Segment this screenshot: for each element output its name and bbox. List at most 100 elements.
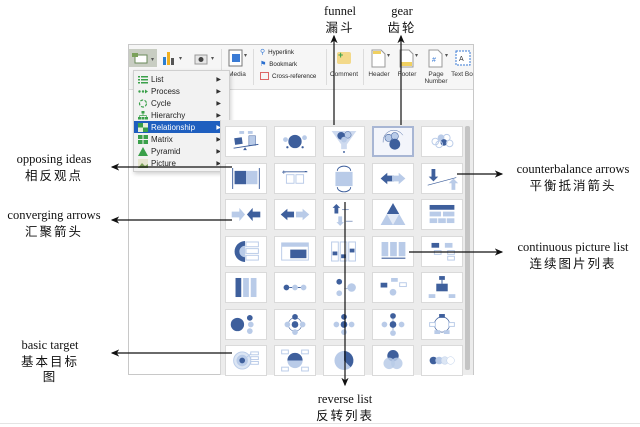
- smartart-thumbnail-circle-relationship[interactable]: [225, 308, 267, 340]
- hexagon-cluster-graphic-icon: [431, 133, 454, 149]
- smartart-thumbnail-reverse-list[interactable]: [323, 199, 365, 230]
- smartart-thumbnail-continuous-picture-list[interactable]: [372, 235, 414, 267]
- header-icon: ▾: [371, 49, 390, 68]
- page-number-icon: #▾: [428, 49, 448, 68]
- smartart-thumbnail-cycle-matrix[interactable]: [323, 162, 365, 194]
- svg-text:▾: ▾: [151, 57, 154, 63]
- cycle-matrix-graphic-icon: [335, 165, 353, 192]
- smartart-thumbnail-circle-arrow-process[interactable]: [421, 308, 463, 340]
- gallery-scrollbar[interactable]: [465, 126, 470, 370]
- menu-item-cycle[interactable]: Cycle ▶: [134, 97, 229, 109]
- svg-text:▾: ▾: [244, 53, 247, 59]
- footer-button[interactable]: ▾ Footer: [393, 47, 421, 87]
- smartart-thumbnail-funnel[interactable]: [323, 126, 365, 157]
- smartart-thumbnail-grouped-list[interactable]: [274, 235, 316, 267]
- smartart-thumbnail-converging-arrows[interactable]: [225, 199, 267, 230]
- smartart-thumbnail-table-hierarchy[interactable]: [421, 199, 463, 230]
- smartart-thumbnail-balance[interactable]: [225, 126, 267, 157]
- text-box-label: Text Bo: [451, 71, 473, 78]
- smartart-thumbnail-opposing-ideas[interactable]: [225, 162, 267, 194]
- annotation-zh: 汇聚箭头: [24, 223, 83, 239]
- smartart-thumbnail-gear[interactable]: [372, 126, 414, 157]
- text-box-icon: A: [455, 50, 471, 66]
- ribbon-separator: [253, 49, 254, 85]
- page-number-label: Page Number: [424, 71, 448, 85]
- smartart-icon: ▾: [132, 53, 154, 64]
- smartart-thumbnail-linear-venn[interactable]: [274, 272, 316, 303]
- radial-venn-graphic-icon: [284, 313, 306, 335]
- opposing-ideas-graphic-icon: [232, 167, 260, 189]
- cross-reference-button[interactable]: Cross-reference: [260, 71, 316, 81]
- radial-cluster-graphic-icon: [428, 276, 456, 298]
- menu-item-relationship[interactable]: Relationship ▶: [134, 121, 229, 133]
- svg-text:+: +: [282, 167, 287, 176]
- segmented-matrix-graphic-icon: [281, 349, 309, 372]
- cycle-icon: [138, 98, 148, 108]
- bookmark-button[interactable]: ⚑ Bookmark: [260, 59, 297, 69]
- smartart-thumbnail-basic-radial[interactable]: [274, 126, 316, 157]
- plus-minus-graphic-icon: +-: [282, 166, 308, 184]
- smartart-thumbnail-basic-pie[interactable]: [323, 345, 365, 376]
- smartart-thumbnail-vertical-bracket-list[interactable]: [225, 272, 267, 303]
- annotation-en: reverse list: [317, 392, 373, 406]
- table-hierarchy-graphic-icon: [429, 204, 455, 224]
- header-button[interactable]: ▾ Header: [365, 47, 393, 87]
- basic-target-graphic-icon: [233, 351, 259, 370]
- smartart-thumbnail-counterbalance-arrows[interactable]: [421, 162, 463, 194]
- hierarchy-icon: [138, 110, 148, 119]
- smartart-thumbnail-segmented-matrix[interactable]: [274, 345, 316, 376]
- ribbon-separator: [326, 49, 327, 85]
- menu-item-process[interactable]: Process ▶: [134, 85, 229, 97]
- smartart-thumbnail-diverging-radial[interactable]: [372, 308, 414, 340]
- footer-label: Footer: [397, 71, 417, 78]
- menu-item-label: Picture: [151, 158, 176, 168]
- smartart-thumbnail-radial-cluster[interactable]: [421, 272, 463, 303]
- linear-venn-graphic-icon: [283, 284, 307, 291]
- smartart-thumbnail-hierarchy-list[interactable]: [421, 235, 463, 267]
- converging-radial-graphic-icon: [380, 277, 407, 296]
- menu-item-matrix[interactable]: Matrix ▶: [134, 133, 229, 145]
- annotation-en: funnel: [324, 4, 356, 18]
- linear-venn-horizontal-graphic-icon: [429, 356, 455, 365]
- smartart-thumbnail-basic-radial-cross[interactable]: [323, 308, 365, 340]
- svg-text:-: -: [305, 166, 308, 175]
- text-box-button[interactable]: A Text Bo: [451, 47, 473, 87]
- smartart-button[interactable]: ▾: [129, 49, 157, 67]
- chart-icon: ▾: [163, 52, 182, 65]
- hyperlink-button[interactable]: ⚲ Hyperlink: [260, 47, 294, 57]
- page-number-button[interactable]: #▾ Page Number: [421, 47, 451, 87]
- smartart-thumbnail-hexagon-cluster[interactable]: [421, 126, 463, 157]
- annotation-zh: 齿轮: [387, 19, 417, 35]
- menu-item-hierarchy[interactable]: Hierarchy ▶: [134, 109, 229, 121]
- menu-item-list[interactable]: List ▶: [134, 73, 229, 85]
- smartart-thumbnail-diverging-arrows[interactable]: [274, 199, 316, 230]
- smartart-thumbnail-segmented-pyramid[interactable]: [372, 199, 414, 230]
- smartart-thumbnail-stacked-list[interactable]: [323, 235, 365, 267]
- diverging-radial-graphic-icon: [381, 312, 405, 336]
- submenu-arrow-icon: ▶: [216, 160, 221, 167]
- comment-button[interactable]: + Comment: [327, 47, 361, 87]
- smartart-thumbnail-opposing-arrows[interactable]: [372, 162, 414, 194]
- bookmark-label: Bookmark: [269, 60, 298, 68]
- smartart-thumbnail-plus-minus[interactable]: +-: [274, 162, 316, 194]
- annotation-zh: 漏斗: [325, 19, 355, 35]
- smartart-thumbnail-nested-target-list[interactable]: [225, 235, 267, 267]
- screenshot-button[interactable]: ▾: [191, 49, 219, 67]
- smartart-thumbnail-radial-venn[interactable]: [274, 308, 316, 340]
- smartart-thumbnail-equation[interactable]: →: [323, 272, 365, 303]
- svg-text:▾: ▾: [211, 56, 214, 62]
- media-icon: ▾: [228, 49, 247, 67]
- smartart-thumbnail-converging-radial[interactable]: [372, 272, 414, 303]
- svg-text:▾: ▾: [387, 53, 390, 59]
- smartart-thumbnail-basic-target[interactable]: [225, 345, 267, 376]
- chart-button[interactable]: ▾: [159, 49, 187, 67]
- menu-item-picture[interactable]: Picture ▶: [134, 157, 229, 169]
- equation-graphic-icon: →: [336, 278, 356, 297]
- smartart-gallery: +-→: [220, 120, 473, 376]
- svg-text:→: →: [343, 285, 349, 291]
- annotation-en: opposing ideas: [16, 152, 92, 166]
- menu-item-pyramid[interactable]: Pyramid ▶: [134, 145, 229, 157]
- smartart-thumbnail-linear-venn-horizontal[interactable]: [421, 345, 463, 376]
- smartart-thumbnail-basic-venn[interactable]: [372, 345, 414, 376]
- media-button[interactable]: ▾ Media: [223, 47, 251, 87]
